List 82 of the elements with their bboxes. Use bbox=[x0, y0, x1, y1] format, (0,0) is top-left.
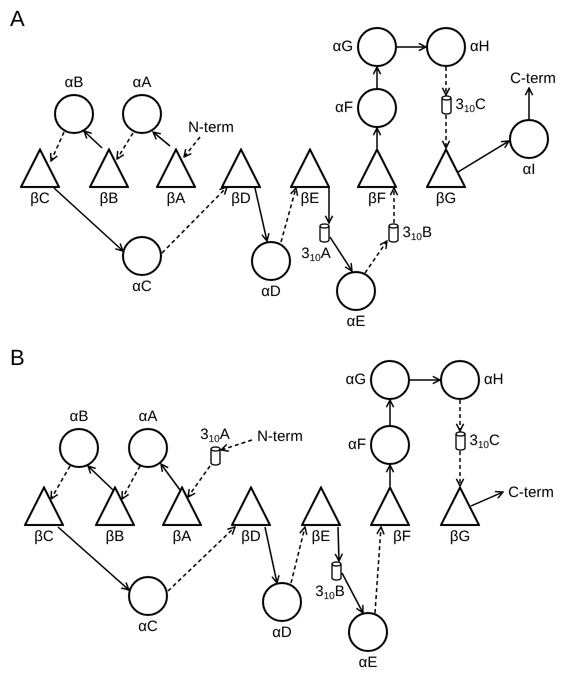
element-label: 3$_{10}$C bbox=[470, 432, 500, 450]
arrow bbox=[83, 130, 103, 149]
arrow bbox=[290, 526, 308, 584]
element-label: αE bbox=[346, 313, 366, 331]
element-label: αF bbox=[348, 436, 366, 454]
element-label: βD bbox=[231, 190, 251, 208]
arrow bbox=[456, 451, 464, 487]
element-label: 3$_{10}$C bbox=[456, 96, 486, 114]
arrow bbox=[390, 187, 398, 223]
arrow bbox=[167, 526, 236, 592]
arrow bbox=[397, 42, 427, 52]
arrow bbox=[152, 131, 170, 147]
panel-label: B bbox=[10, 345, 25, 371]
element-label: αE bbox=[358, 654, 378, 672]
element-label: αH bbox=[484, 371, 504, 389]
arrow bbox=[442, 67, 450, 96]
element-label: βF bbox=[393, 528, 411, 546]
arrow bbox=[334, 526, 344, 562]
arrow bbox=[161, 186, 228, 254]
element-label: βE bbox=[312, 528, 330, 546]
element-label: αB bbox=[64, 74, 84, 92]
arrow bbox=[280, 187, 298, 242]
panel-label: A bbox=[10, 6, 25, 32]
element-label: αG bbox=[346, 371, 366, 389]
arrow bbox=[183, 136, 201, 158]
arrow bbox=[386, 399, 394, 425]
arrow bbox=[58, 526, 130, 591]
terminus-label: C-term bbox=[505, 70, 561, 88]
element-label: αG bbox=[332, 38, 353, 56]
element-label: βG bbox=[450, 528, 470, 546]
terminus-label: C-term bbox=[503, 484, 559, 502]
arrow bbox=[50, 132, 65, 162]
element-label: αC bbox=[132, 278, 152, 296]
element-label: βC bbox=[34, 528, 54, 546]
element-label: βB bbox=[106, 528, 124, 546]
arrow bbox=[341, 572, 364, 614]
element-label: αH bbox=[470, 38, 490, 56]
arrow bbox=[160, 463, 181, 490]
element-label: βA bbox=[166, 190, 186, 208]
element-label: 3$_{10}$B bbox=[315, 583, 345, 601]
arrow bbox=[220, 439, 252, 452]
arrow bbox=[372, 66, 382, 88]
element-label: αB bbox=[70, 408, 88, 426]
arrow bbox=[458, 140, 510, 173]
arrow bbox=[386, 464, 394, 486]
arrow bbox=[410, 376, 441, 384]
terminus-label: N-term bbox=[252, 428, 308, 446]
arrow bbox=[470, 490, 504, 507]
element-label: αA bbox=[138, 408, 158, 426]
element-label: αA bbox=[132, 74, 152, 92]
element-label: αD bbox=[272, 624, 292, 642]
arrow bbox=[364, 240, 388, 274]
terminus-label: N-term bbox=[183, 119, 239, 137]
arrow bbox=[456, 400, 464, 432]
arrow bbox=[87, 465, 114, 491]
element-label: βC bbox=[30, 190, 50, 208]
element-label: αI bbox=[522, 161, 536, 179]
element-label: βE bbox=[300, 190, 320, 208]
arrow bbox=[442, 115, 450, 149]
arrow bbox=[524, 87, 534, 119]
element-label: 3$_{10}$A bbox=[301, 245, 331, 263]
element-label: 3$_{10}$B bbox=[402, 224, 432, 242]
arrow bbox=[187, 466, 211, 498]
element-label: αD bbox=[261, 283, 281, 301]
arrow bbox=[50, 466, 71, 500]
arrow bbox=[374, 526, 385, 614]
element-label: 3$_{10}$A bbox=[200, 426, 230, 444]
arrow bbox=[329, 236, 353, 272]
arrow bbox=[54, 187, 124, 252]
arrow bbox=[116, 132, 134, 160]
element-label: αF bbox=[335, 99, 353, 117]
element-label: βF bbox=[368, 190, 386, 208]
arrow bbox=[372, 127, 382, 148]
element-label: βA bbox=[172, 528, 192, 546]
arrow bbox=[121, 466, 141, 500]
element-label: βD bbox=[241, 528, 261, 546]
element-label: βB bbox=[100, 190, 118, 208]
element-label: αC bbox=[138, 618, 158, 636]
arrow bbox=[324, 188, 334, 224]
arrow bbox=[264, 526, 280, 584]
element-label: βG bbox=[436, 190, 456, 208]
arrow bbox=[254, 188, 270, 242]
